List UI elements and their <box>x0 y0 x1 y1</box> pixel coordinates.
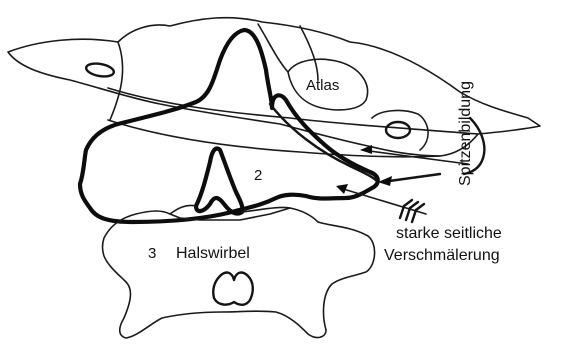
atlas-arch-line-3 <box>110 42 123 120</box>
seitliche-label-line2: Verschmälerung <box>384 247 500 264</box>
seitliche-arrowhead <box>336 184 348 194</box>
c3-number-label: 3 <box>148 245 156 262</box>
left-foramen <box>85 62 115 79</box>
c3-notch <box>170 205 196 214</box>
axis-dens-inner <box>196 149 243 214</box>
axis-number-label: 2 <box>254 167 262 184</box>
halswirbel-label: Halswirbel <box>176 245 250 262</box>
spitzenbildung-arrowhead <box>378 176 392 186</box>
seitliche-arrow-fletching <box>400 200 424 222</box>
spitzenbildung-label: Spitzenbildung <box>457 81 474 186</box>
c3-spinous-process <box>213 273 253 305</box>
axis-outline <box>80 30 378 222</box>
atlas-arch-line-4 <box>300 26 318 80</box>
atlas-arch-line-5 <box>258 24 288 72</box>
atlas-label: Atlas <box>306 77 339 94</box>
right-foramen <box>386 122 410 138</box>
seitliche-arrow-line <box>340 188 426 214</box>
seitliche-label-line1: starke seitliche <box>396 225 502 242</box>
